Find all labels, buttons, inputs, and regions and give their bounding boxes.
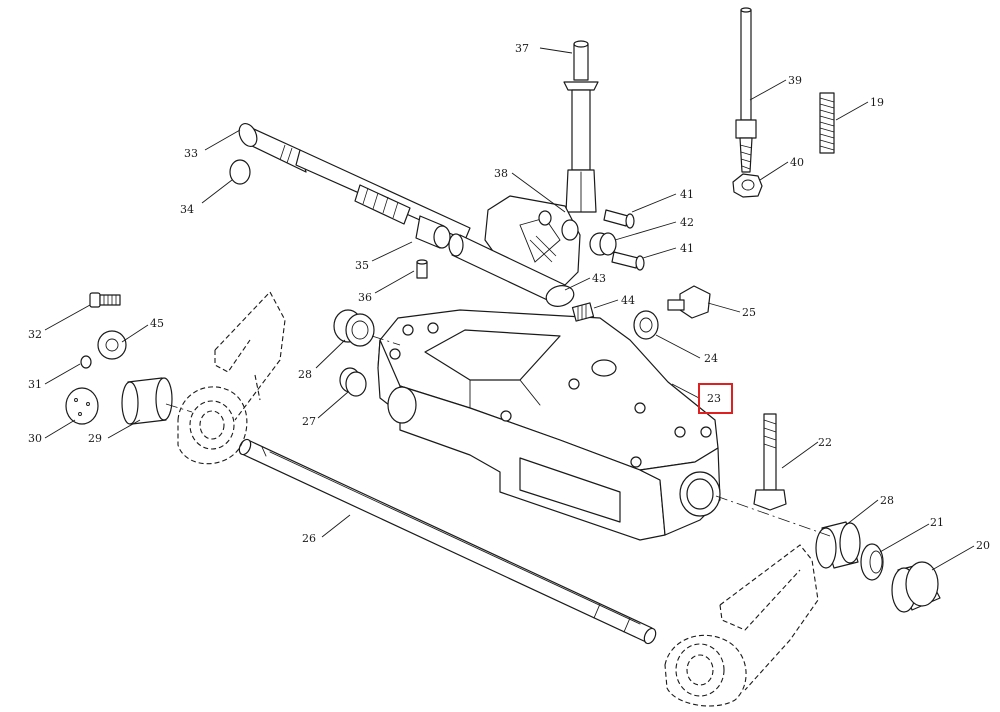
part-37-rod	[563, 40, 599, 213]
part-26-shaft	[238, 438, 657, 645]
part-41-pin-upper	[603, 209, 635, 229]
part-22-bolt	[753, 413, 787, 511]
callout-30[interactable]: 30	[28, 432, 42, 445]
lower-left-arm	[177, 291, 286, 465]
part-21-ring	[860, 543, 884, 581]
callout-25[interactable]: 25	[742, 306, 756, 319]
part-28-bushing-upper	[333, 309, 375, 347]
callout-29[interactable]: 29	[88, 432, 102, 445]
callout-34[interactable]: 34	[180, 203, 194, 216]
callout-19[interactable]: 19	[870, 96, 884, 109]
callout-38[interactable]: 38	[494, 167, 508, 180]
part-34-ring	[229, 159, 251, 185]
highlight-box-part-23	[698, 383, 733, 414]
part-33-rod-assembly	[238, 123, 595, 322]
callout-23[interactable]: 23	[707, 392, 721, 405]
part-45-washer	[97, 330, 127, 360]
callout-26[interactable]: 26	[302, 532, 316, 545]
callout-28-lower[interactable]: 28	[880, 494, 894, 507]
part-36-pin	[416, 259, 428, 279]
callout-28-upper[interactable]: 28	[298, 368, 312, 381]
callout-42[interactable]: 42	[680, 216, 694, 229]
callout-21[interactable]: 21	[930, 516, 944, 529]
callout-36[interactable]: 36	[358, 291, 372, 304]
callout-20[interactable]: 20	[976, 539, 990, 552]
callout-33[interactable]: 33	[184, 147, 198, 160]
part-24-washer	[633, 310, 659, 340]
part-27-bushing	[339, 367, 367, 397]
callout-45[interactable]: 45	[150, 317, 164, 330]
callout-27[interactable]: 27	[302, 415, 316, 428]
part-25-bolt	[667, 285, 711, 319]
callout-32[interactable]: 32	[28, 328, 42, 341]
callout-22[interactable]: 22	[818, 436, 832, 449]
callout-24[interactable]: 24	[704, 352, 718, 365]
part-23-housing	[377, 309, 721, 541]
callout-31[interactable]: 31	[28, 378, 42, 391]
part-30-cap	[65, 387, 99, 425]
callout-41-lower[interactable]: 41	[680, 242, 694, 255]
part-20-bushing	[891, 561, 941, 613]
part-28-bushing-lower	[815, 521, 861, 569]
leader-lines	[44, 47, 975, 571]
part-39-bolt	[735, 7, 757, 173]
callout-35[interactable]: 35	[355, 259, 369, 272]
callout-40[interactable]: 40	[790, 156, 804, 169]
lower-right-arm	[664, 544, 819, 707]
part-31-clip	[80, 355, 92, 369]
callout-labels: 37 39 19 33 38 40 34 41 42 41 35 43 36 4…	[28, 42, 990, 552]
callout-41[interactable]: 41	[680, 188, 694, 201]
callout-44[interactable]: 44	[621, 294, 635, 307]
part-41-pin-lower	[611, 251, 645, 271]
callout-37[interactable]: 37	[515, 42, 529, 55]
part-19-spring	[819, 92, 835, 154]
part-42-bushing	[589, 232, 617, 256]
part-29-bushing	[121, 377, 173, 425]
part-32-screw	[89, 292, 121, 308]
callout-43[interactable]: 43	[592, 272, 606, 285]
callout-39[interactable]: 39	[788, 74, 802, 87]
part-40-nut	[732, 173, 763, 198]
